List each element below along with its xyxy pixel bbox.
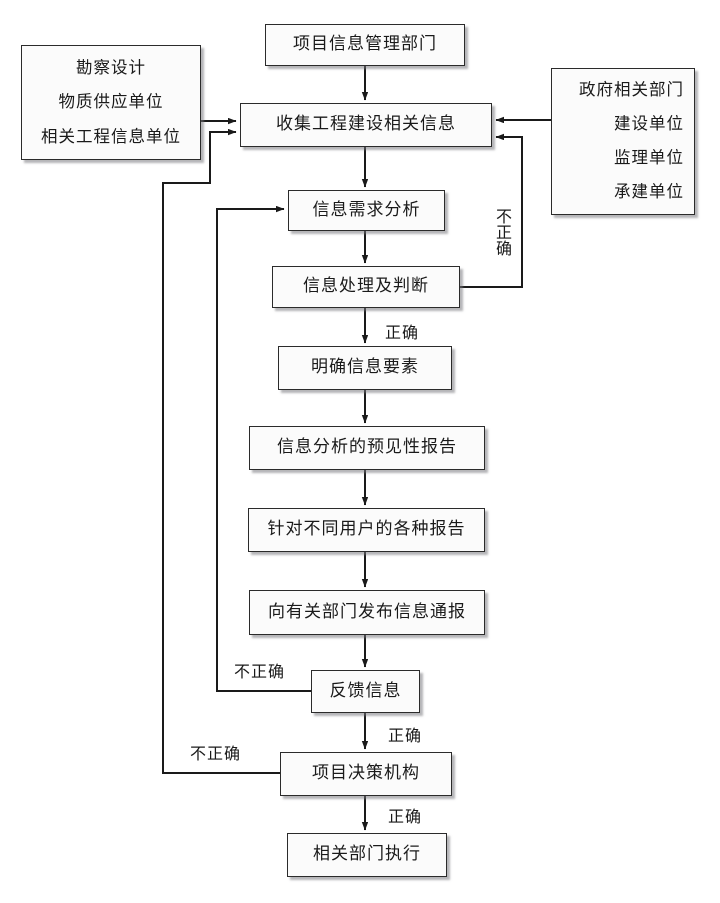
node-label-line-1: 勘察设计 [76,57,146,77]
node-label: 项目决策机构 [312,763,420,784]
node-label: 项目信息管理部门 [293,34,437,55]
edge-label-correct-decision: 正确 [388,807,423,826]
node-label: 向有关部门发布信息通报 [268,601,466,622]
node-left-source-units[interactable]: 勘察设计 物质供应单位 相关工程信息单位 [21,45,201,160]
edge-label-correct-feedback: 正确 [388,726,423,745]
node-label: 收集工程建设相关信息 [276,114,456,135]
node-right-source-units[interactable]: 政府相关部门 建设单位 监理单位 承建单位 [551,68,695,215]
node-label-line-3: 监理单位 [614,148,684,168]
node-label: 信息处理及判断 [303,276,429,297]
node-label: 信息分析的预见性报告 [277,437,457,458]
edge-label-incorrect-decision: 不正确 [190,744,242,763]
node-label-line-2: 建设单位 [614,114,684,134]
node-publish-information-bulletin[interactable]: 向有关部门发布信息通报 [249,590,485,635]
node-label: 反馈信息 [329,680,402,701]
node-label: 相关部门执行 [313,844,421,865]
node-information-processing-judgement[interactable]: 信息处理及判断 [272,266,460,308]
node-label-line-2: 物质供应单位 [58,92,164,112]
node-label-line-4: 承建单位 [614,182,684,201]
node-label: 信息需求分析 [312,199,421,220]
node-project-decision-body[interactable]: 项目决策机构 [280,752,452,796]
node-related-department-execution[interactable]: 相关部门执行 [287,833,447,877]
edge-label-correct-processing: 正确 [385,323,420,342]
node-predictive-analysis-report[interactable]: 信息分析的预见性报告 [249,426,485,470]
node-reports-for-different-users[interactable]: 针对不同用户的各种报告 [248,508,485,552]
node-label: 明确信息要素 [311,357,419,378]
edge-label-incorrect-processing: 不正确 [493,208,512,256]
node-label-line-1: 政府相关部门 [579,80,684,100]
node-feedback-information[interactable]: 反馈信息 [311,670,420,713]
node-clarify-information-elements[interactable]: 明确信息要素 [278,346,452,390]
node-label: 针对不同用户的各种报告 [267,519,466,540]
edge-process-incorrect-to-collect [460,133,523,288]
node-information-demand-analysis[interactable]: 信息需求分析 [288,190,445,231]
node-collect-construction-info[interactable]: 收集工程建设相关信息 [240,103,492,147]
edge-label-incorrect-feedback: 不正确 [234,662,286,681]
node-project-info-management-dept[interactable]: 项目信息管理部门 [265,24,465,66]
node-label-line-3: 相关工程信息单位 [41,126,181,146]
